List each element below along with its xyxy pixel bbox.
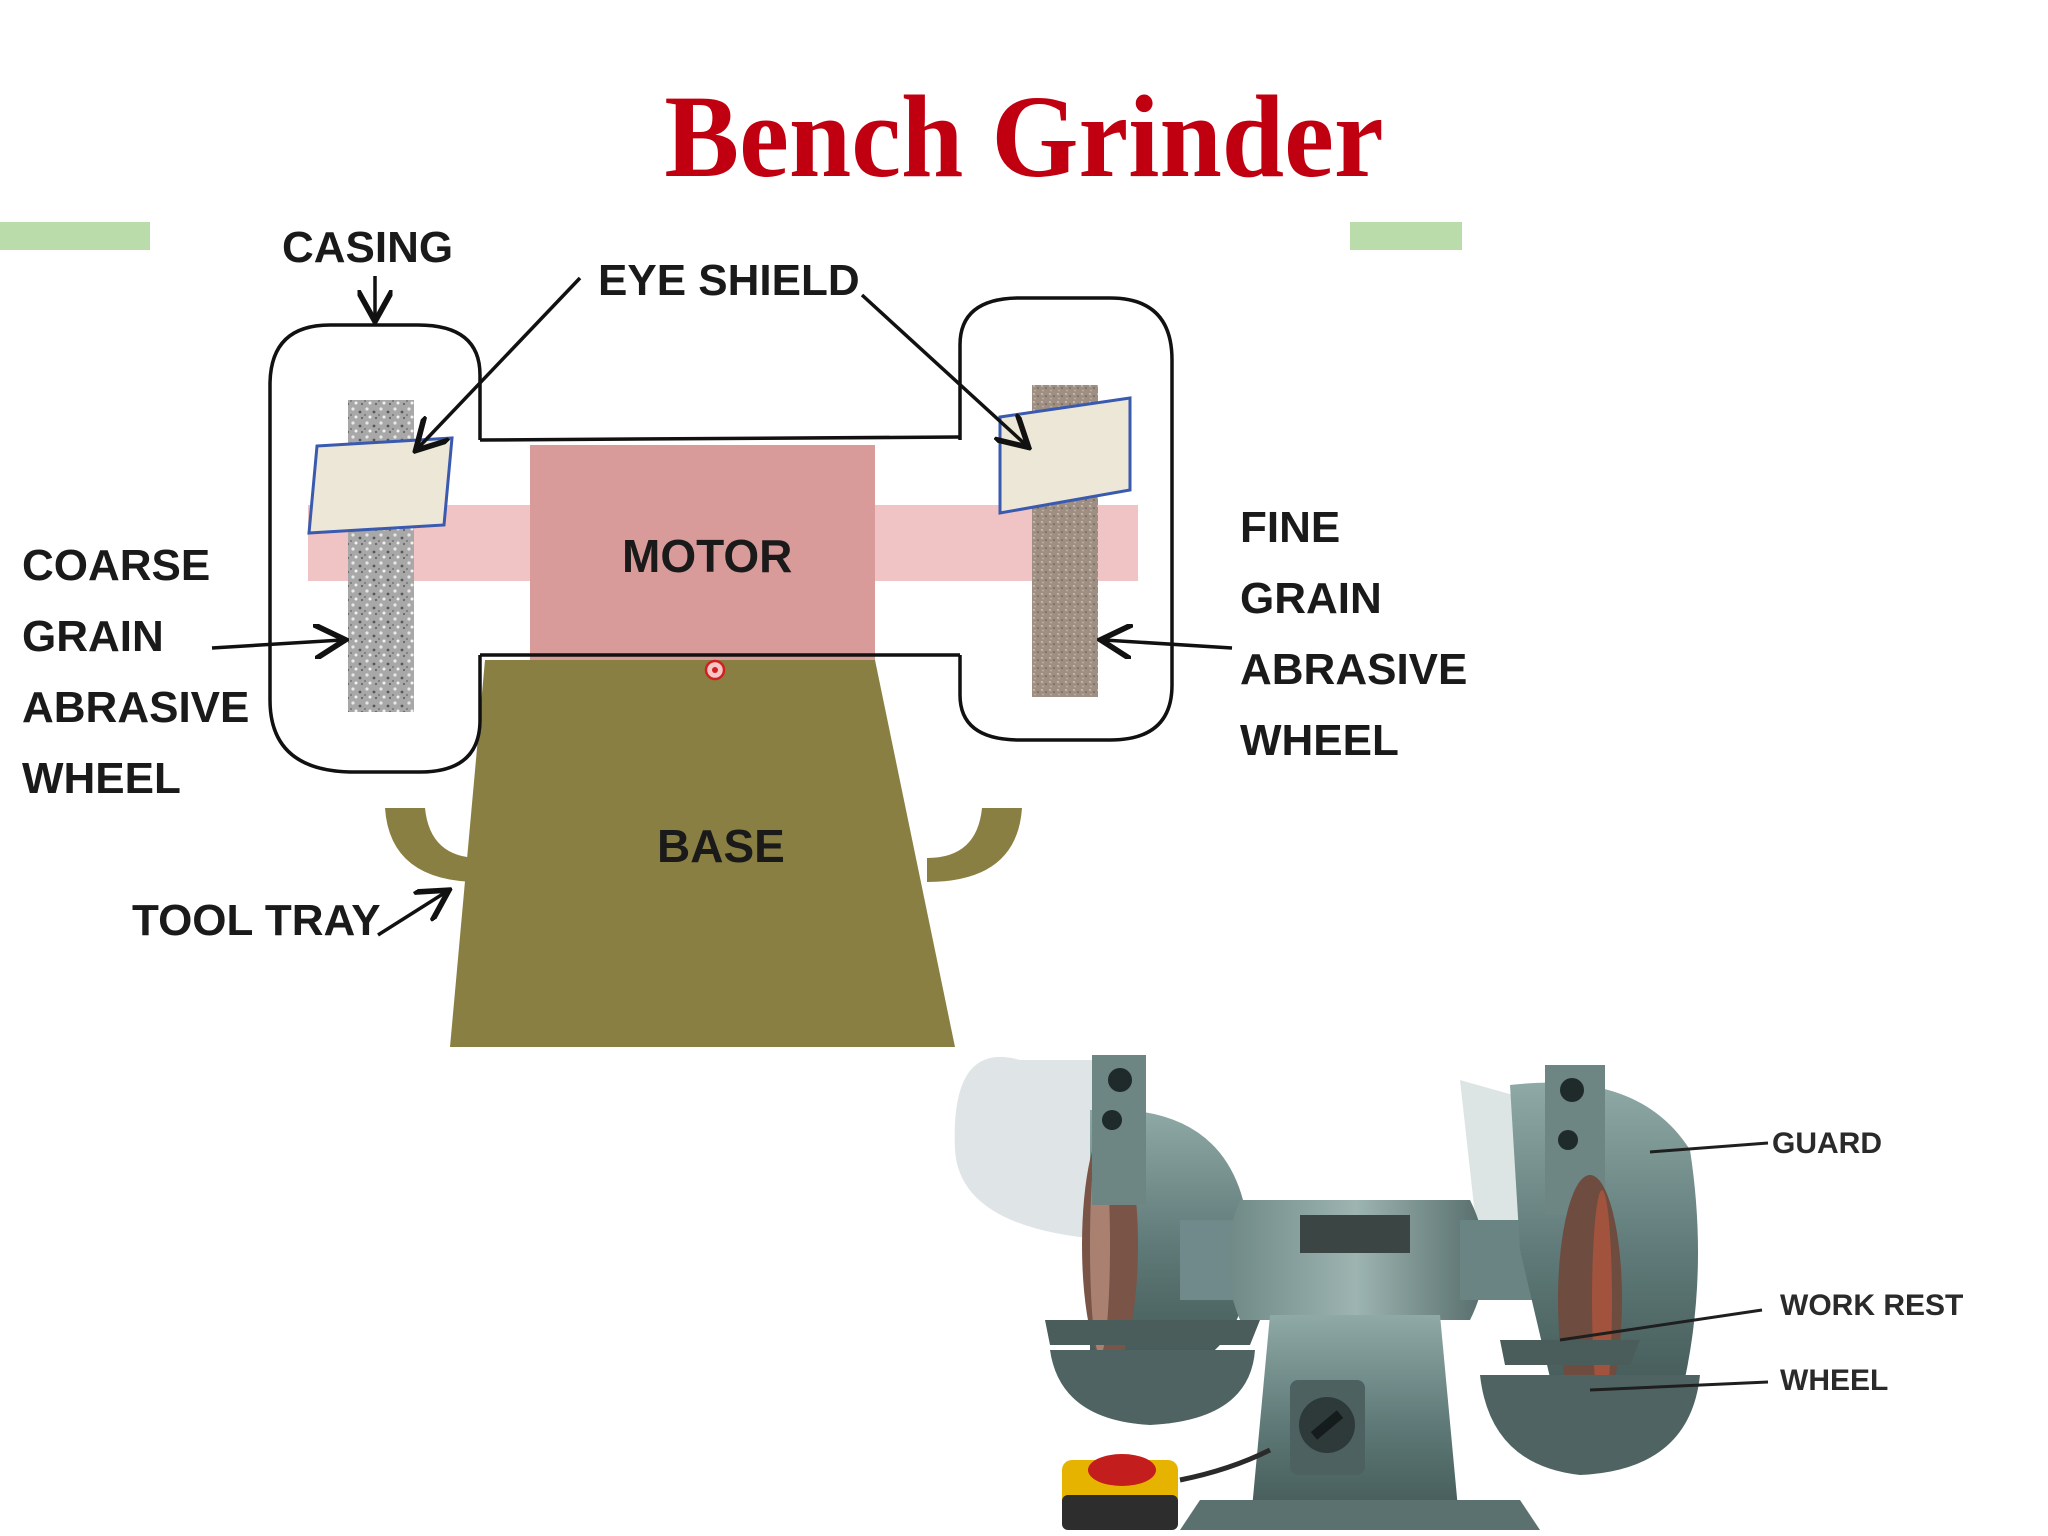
photo-work-rest-left: [1045, 1320, 1260, 1345]
label-fine-line-2: GRAIN: [1240, 574, 1382, 623]
tool-tray-right: [927, 808, 1022, 882]
motor: [530, 445, 875, 660]
label-fine-line-1: FINE: [1240, 503, 1340, 552]
eye-shield-right: [998, 396, 1132, 515]
label-base: BASE: [657, 820, 785, 872]
photo-work-rest-right: [1500, 1340, 1640, 1365]
casing-left: [268, 323, 482, 774]
leader-wheel: [1589, 1380, 1769, 1392]
photo-cable: [1179, 1447, 1272, 1483]
label-coarse-line-1: COARSE: [22, 541, 210, 590]
leader-guard: [1649, 1141, 1769, 1154]
photo-base-plate: [1180, 1500, 1540, 1530]
label-fine-wheel: FINE GRAIN ABRASIVE WHEEL: [1240, 503, 1467, 765]
photo-switch-knob-slot: [1310, 1410, 1344, 1440]
tool-tray: [385, 808, 480, 882]
casing-top-line: [479, 435, 961, 442]
photo-motor: [1227, 1200, 1485, 1320]
photo-knob-right-2: [1558, 1130, 1578, 1150]
arrow-tool-tray: [377, 892, 446, 937]
bench-grinder-photo: GUARD WORK REST WHEEL: [954, 1055, 1963, 1530]
arrow-coarse-wheel: [211, 640, 342, 648]
page-title: Bench Grinder: [664, 71, 1384, 202]
label-coarse-line-3: ABRASIVE: [22, 683, 249, 732]
photo-knob-left: [1108, 1068, 1132, 1092]
photo-tray-right: [1480, 1375, 1700, 1475]
photo-nameplate: [1300, 1215, 1410, 1253]
arrow-eye-shield-right: [860, 293, 1026, 445]
photo-knob-left-2: [1102, 1110, 1122, 1130]
label-fine-line-4: WHEEL: [1240, 716, 1399, 765]
label-fine-line-3: ABRASIVE: [1240, 645, 1467, 694]
arrow-fine-wheel: [1104, 640, 1233, 648]
label-coarse-wheel: COARSE GRAIN ABRASIVE WHEEL: [22, 541, 249, 803]
photo-stop-switch-side: [1062, 1495, 1178, 1530]
label-guard: GUARD: [1772, 1127, 1882, 1160]
label-work-rest: WORK REST: [1780, 1289, 1963, 1322]
leader-work-rest: [1559, 1308, 1763, 1342]
slide-remnant-right: [1350, 222, 1462, 250]
photo-tray-left: [1050, 1350, 1255, 1425]
slide-remnant-left: [0, 222, 150, 250]
base: [450, 660, 955, 1047]
label-coarse-line-4: WHEEL: [22, 754, 181, 803]
label-casing: CASING: [282, 223, 453, 272]
eye-shield-left: [307, 436, 454, 535]
label-motor: MOTOR: [622, 530, 792, 582]
label-tool-tray: TOOL TRAY: [132, 896, 381, 945]
label-wheel: WHEEL: [1780, 1364, 1888, 1397]
label-coarse-line-2: GRAIN: [22, 612, 164, 661]
label-eye-shield: EYE SHIELD: [598, 256, 860, 305]
photo-stop-button: [1088, 1454, 1156, 1486]
casing-right: [958, 296, 1174, 742]
arrow-eye-shield-left: [418, 276, 582, 448]
photo-knob-right: [1560, 1078, 1584, 1102]
marker-dot-center: [712, 667, 718, 673]
